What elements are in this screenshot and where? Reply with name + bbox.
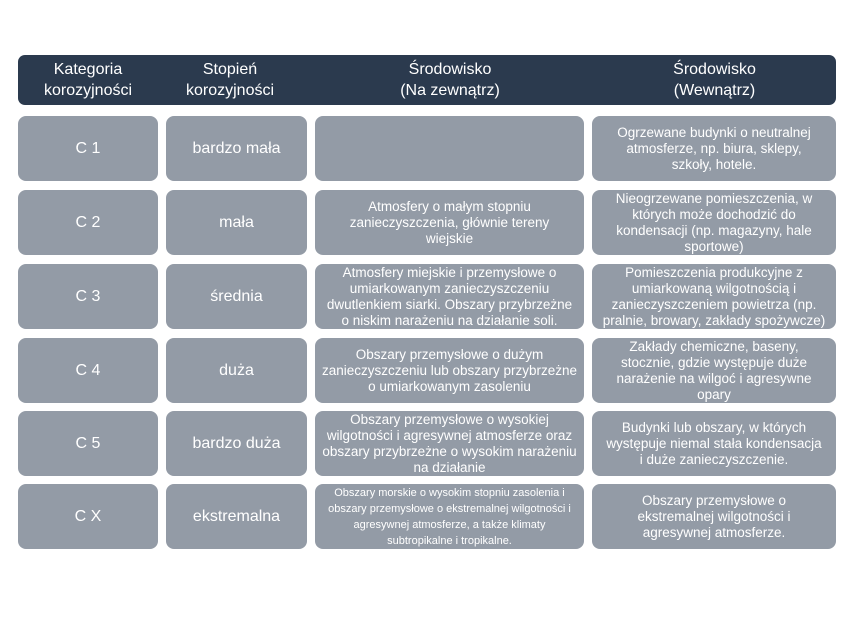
row-3-degree: średnia <box>166 264 307 329</box>
row-1-indoor: Ogrzewane budynki o neutralnej atmosferz… <box>592 116 836 181</box>
header-indoor: Środowisko (Wewnątrz) <box>673 61 756 99</box>
row-2-indoor: Nieogrzewane pomieszczenia, w których mo… <box>592 190 836 255</box>
row-6-outdoor: Obszary morskie o wysokim stopniu zasole… <box>315 484 584 549</box>
row-4-outdoor: Obszary przemysłowe o dużym zanieczyszcz… <box>315 338 584 403</box>
row-5-outdoor: Obszary przemysłowe o wysokiej wilgotnoś… <box>315 411 584 476</box>
row-2-outdoor: Atmosfery o małym stopniu zanieczyszczen… <box>315 190 584 255</box>
row-3-indoor: Pomieszczenia produkcyjne z umiarkowaną … <box>592 264 836 329</box>
header-category: Kategoria korozyjności <box>43 61 133 99</box>
row-6-indoor: Obszary przemysłowe o ekstremalnej wilgo… <box>592 484 836 549</box>
row-3-category: C 3 <box>18 264 158 329</box>
row-5-category: C 5 <box>18 411 158 476</box>
row-2-category: C 2 <box>18 190 158 255</box>
table-header <box>18 55 836 105</box>
row-1-degree: bardzo mała <box>166 116 307 181</box>
row-4-category: C 4 <box>18 338 158 403</box>
row-2-degree: mała <box>166 190 307 255</box>
row-5-indoor: Budynki lub obszary, w których występuje… <box>592 411 836 476</box>
row-4-degree: duża <box>166 338 307 403</box>
header-degree: Stopień korozyjności <box>185 61 275 99</box>
row-6-category: C X <box>18 484 158 549</box>
row-6-degree: ekstremalna <box>166 484 307 549</box>
row-4-indoor: Zakłady chemiczne, baseny, stocznie, gdz… <box>592 338 836 403</box>
row-5-degree: bardzo duża <box>166 411 307 476</box>
row-1-outdoor <box>315 116 584 181</box>
header-outdoor: Środowisko (Na zewnątrz) <box>400 61 500 99</box>
row-3-outdoor: Atmosfery miejskie i przemysłowe o umiar… <box>315 264 584 329</box>
row-1-category: C 1 <box>18 116 158 181</box>
